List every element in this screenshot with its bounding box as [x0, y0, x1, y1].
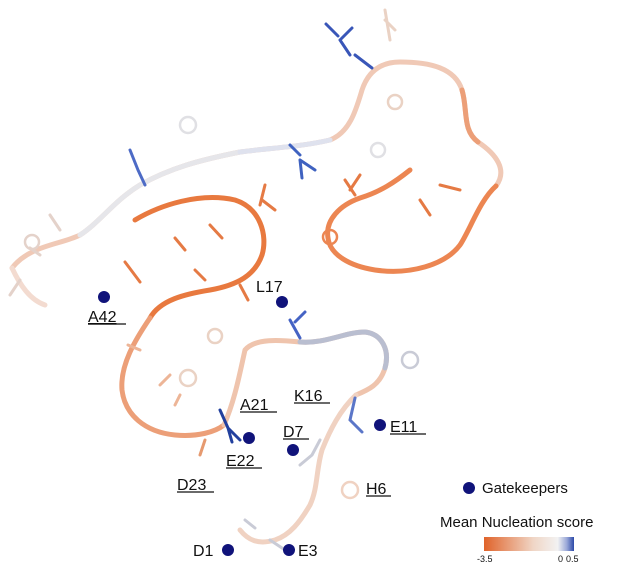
upper-right-loop	[325, 167, 499, 274]
scale-tick-zero: 0	[558, 554, 563, 564]
residue-label-a42: A42	[88, 309, 117, 326]
gatekeeper-dot-l17	[276, 296, 288, 308]
residue-label-e11: E11	[390, 419, 417, 436]
residue-label-d1: D1	[193, 543, 214, 560]
residue-label-a21: A21	[240, 397, 269, 414]
residue-label-d23: D23	[177, 477, 206, 494]
residue-label-l17: L17	[256, 279, 283, 296]
residue-labels: A42 L17 A21 K16 D7 E11 E22 D23 H6 D1 E3	[88, 279, 426, 560]
gatekeeper-markers	[98, 291, 386, 556]
gatekeeper-dot-d1	[222, 544, 234, 556]
gatekeeper-dot-a42	[98, 291, 110, 303]
legend-scale-title: Mean Nucleation score	[440, 514, 593, 531]
color-scale-bar	[484, 537, 574, 551]
legend-gatekeepers-label: Gatekeepers	[482, 480, 568, 497]
residue-label-e22: E22	[226, 453, 255, 470]
legend-gatekeeper-dot	[463, 482, 475, 494]
scale-tick-min: -3.5	[477, 554, 493, 564]
lower-peptide-backbone	[119, 315, 389, 545]
residue-label-e3: E3	[298, 543, 318, 560]
aromatic-rings	[23, 93, 420, 500]
residue-label-d7: D7	[283, 424, 304, 441]
gatekeeper-dot-e22	[243, 432, 255, 444]
upper-peptide-backbone	[9, 59, 504, 271]
gatekeeper-dot-e3	[283, 544, 295, 556]
gatekeeper-dot-d7	[287, 444, 299, 456]
residue-label-h6: H6	[366, 481, 387, 498]
scale-tick-max: 0.5	[566, 554, 579, 564]
legend: Gatekeepers Mean Nucleation score -3.5 0…	[440, 480, 593, 564]
gatekeeper-dot-e11	[374, 419, 386, 431]
residue-label-k16: K16	[294, 388, 323, 405]
middle-loop	[9, 195, 267, 321]
